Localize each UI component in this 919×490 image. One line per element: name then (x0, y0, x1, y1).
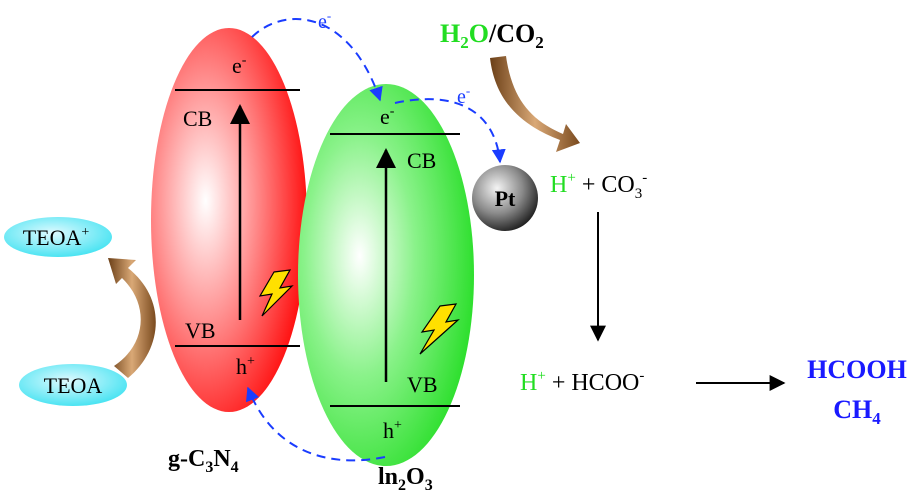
reactant-conversion-arrow (490, 56, 580, 152)
gcn-vb-label: VB (185, 318, 216, 343)
teoa-plus-label: TEOA+ (23, 225, 90, 250)
electron-to-pt-label: e- (457, 83, 470, 108)
pt-sphere (472, 165, 538, 231)
gcn-name: g-C3N4 (168, 446, 239, 476)
teoa-bubble (19, 364, 127, 406)
in2o3-name: ln2O3 (378, 464, 433, 490)
step1-equation: H+ + CO3- (550, 170, 647, 202)
pt-cocatalyst: Pt (472, 165, 538, 231)
in2o3-hole: h+ (383, 418, 402, 443)
lightning-icon (258, 269, 294, 317)
sacrificial-agent: TEOA+ TEOA (4, 217, 156, 406)
in2o3-electron: e- (380, 104, 395, 129)
gcn-cb-label: CB (183, 106, 212, 131)
electron-transfer-arrow (251, 18, 383, 102)
step2-equation: H+ + HCOO- (520, 368, 644, 396)
in2o3-cb-label: CB (407, 148, 436, 173)
in2o3-particle: e- CB VB h+ (298, 84, 474, 466)
reactants: H2O/CO2 (440, 19, 580, 152)
gcn-hole: h+ (236, 354, 255, 379)
teoa-label: TEOA (44, 373, 103, 398)
gcn-ellipse (151, 28, 307, 412)
hole-transfer-arrow (246, 386, 386, 462)
gcn-electron: e- (232, 53, 247, 78)
reaction-steps: H+ + CO3- H+ + HCOO- (520, 170, 786, 396)
charge-transfer: e- e- (246, 8, 506, 462)
product-hcooh: HCOOH (807, 355, 907, 384)
reactants-formula: H2O/CO2 (440, 19, 544, 52)
electron-transfer-label: e- (318, 8, 331, 33)
teoa-plus-bubble (4, 217, 112, 257)
electron-to-pt-arrow (394, 98, 506, 164)
teoa-oxidation-arrow (108, 258, 156, 378)
product-ch4: CH4 (833, 395, 881, 428)
gcn-particle: e- CB VB h+ (151, 28, 307, 412)
products: HCOOH CH4 (807, 355, 907, 428)
in2o3-vb-label: VB (407, 372, 438, 397)
pt-label: Pt (495, 186, 516, 211)
lightning-icon (419, 303, 460, 355)
